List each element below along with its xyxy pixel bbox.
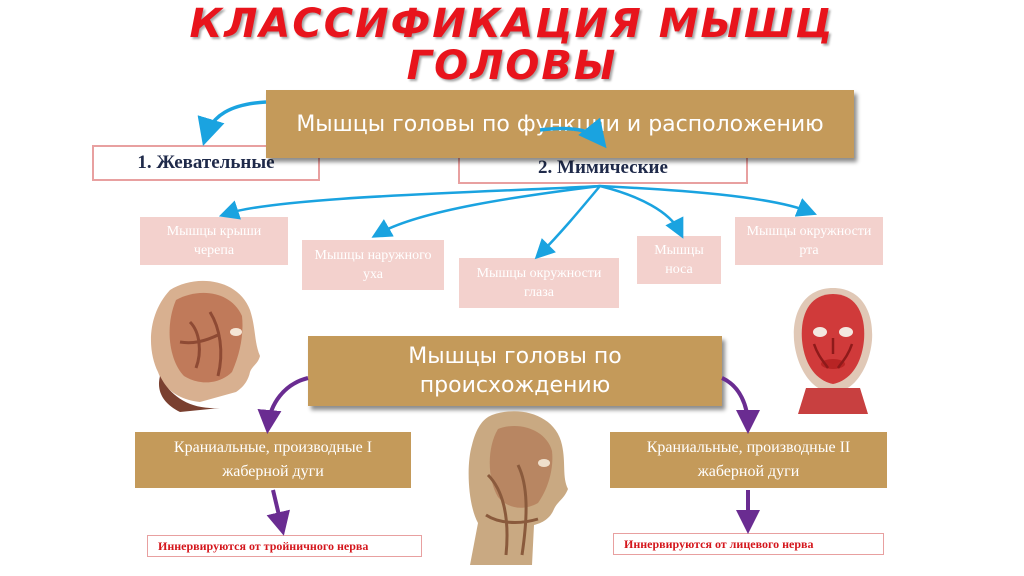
cranial-second-arch-box: Краниальные, производные II жаберной дуг…	[610, 432, 887, 488]
arrow-to-cranial-first	[257, 376, 309, 434]
arrow-to-masticatory	[197, 100, 267, 147]
arrow-to-trigeminal	[266, 489, 290, 536]
cranial-first-arch-box: Краниальные, производные I жаберной дуги	[135, 432, 411, 488]
eye-muscles-box: Мышцы окружности глаза	[459, 258, 619, 308]
arrow-to-cranial-second	[721, 376, 760, 434]
arrow-to-external-ear	[371, 184, 601, 238]
arrow-to-skull-roof	[218, 184, 601, 220]
head-front-view-illustration	[793, 288, 873, 414]
external-ear-muscles-box: Мышцы наружного уха	[302, 240, 444, 290]
slide-title-line1: КЛАССИФИКАЦИЯ МЫШЦ	[189, 1, 835, 47]
arrow-to-mouth	[599, 184, 817, 217]
arrow-to-nose	[599, 184, 684, 239]
head-dissection-illustration	[468, 411, 568, 565]
function-classification-box: Мышцы головы по функции и расположению	[266, 90, 854, 158]
skull-roof-muscles-box: Мышцы крыши черепа	[140, 217, 288, 265]
origin-classification-box: Мышцы головы по происхождению	[308, 336, 722, 406]
slide-title-line2: ГОЛОВЫ	[406, 43, 618, 89]
facial-innervation-box: Иннервируются от лицевого нерва	[613, 533, 884, 555]
nose-muscles-box: Мышцы носа	[637, 236, 721, 284]
trigeminal-innervation-box: Иннервируются от тройничного нерва	[147, 535, 422, 557]
mouth-muscles-box: Мышцы окружности рта	[735, 217, 883, 265]
arrow-to-eye	[534, 185, 601, 260]
head-side-view-illustration	[150, 280, 260, 412]
